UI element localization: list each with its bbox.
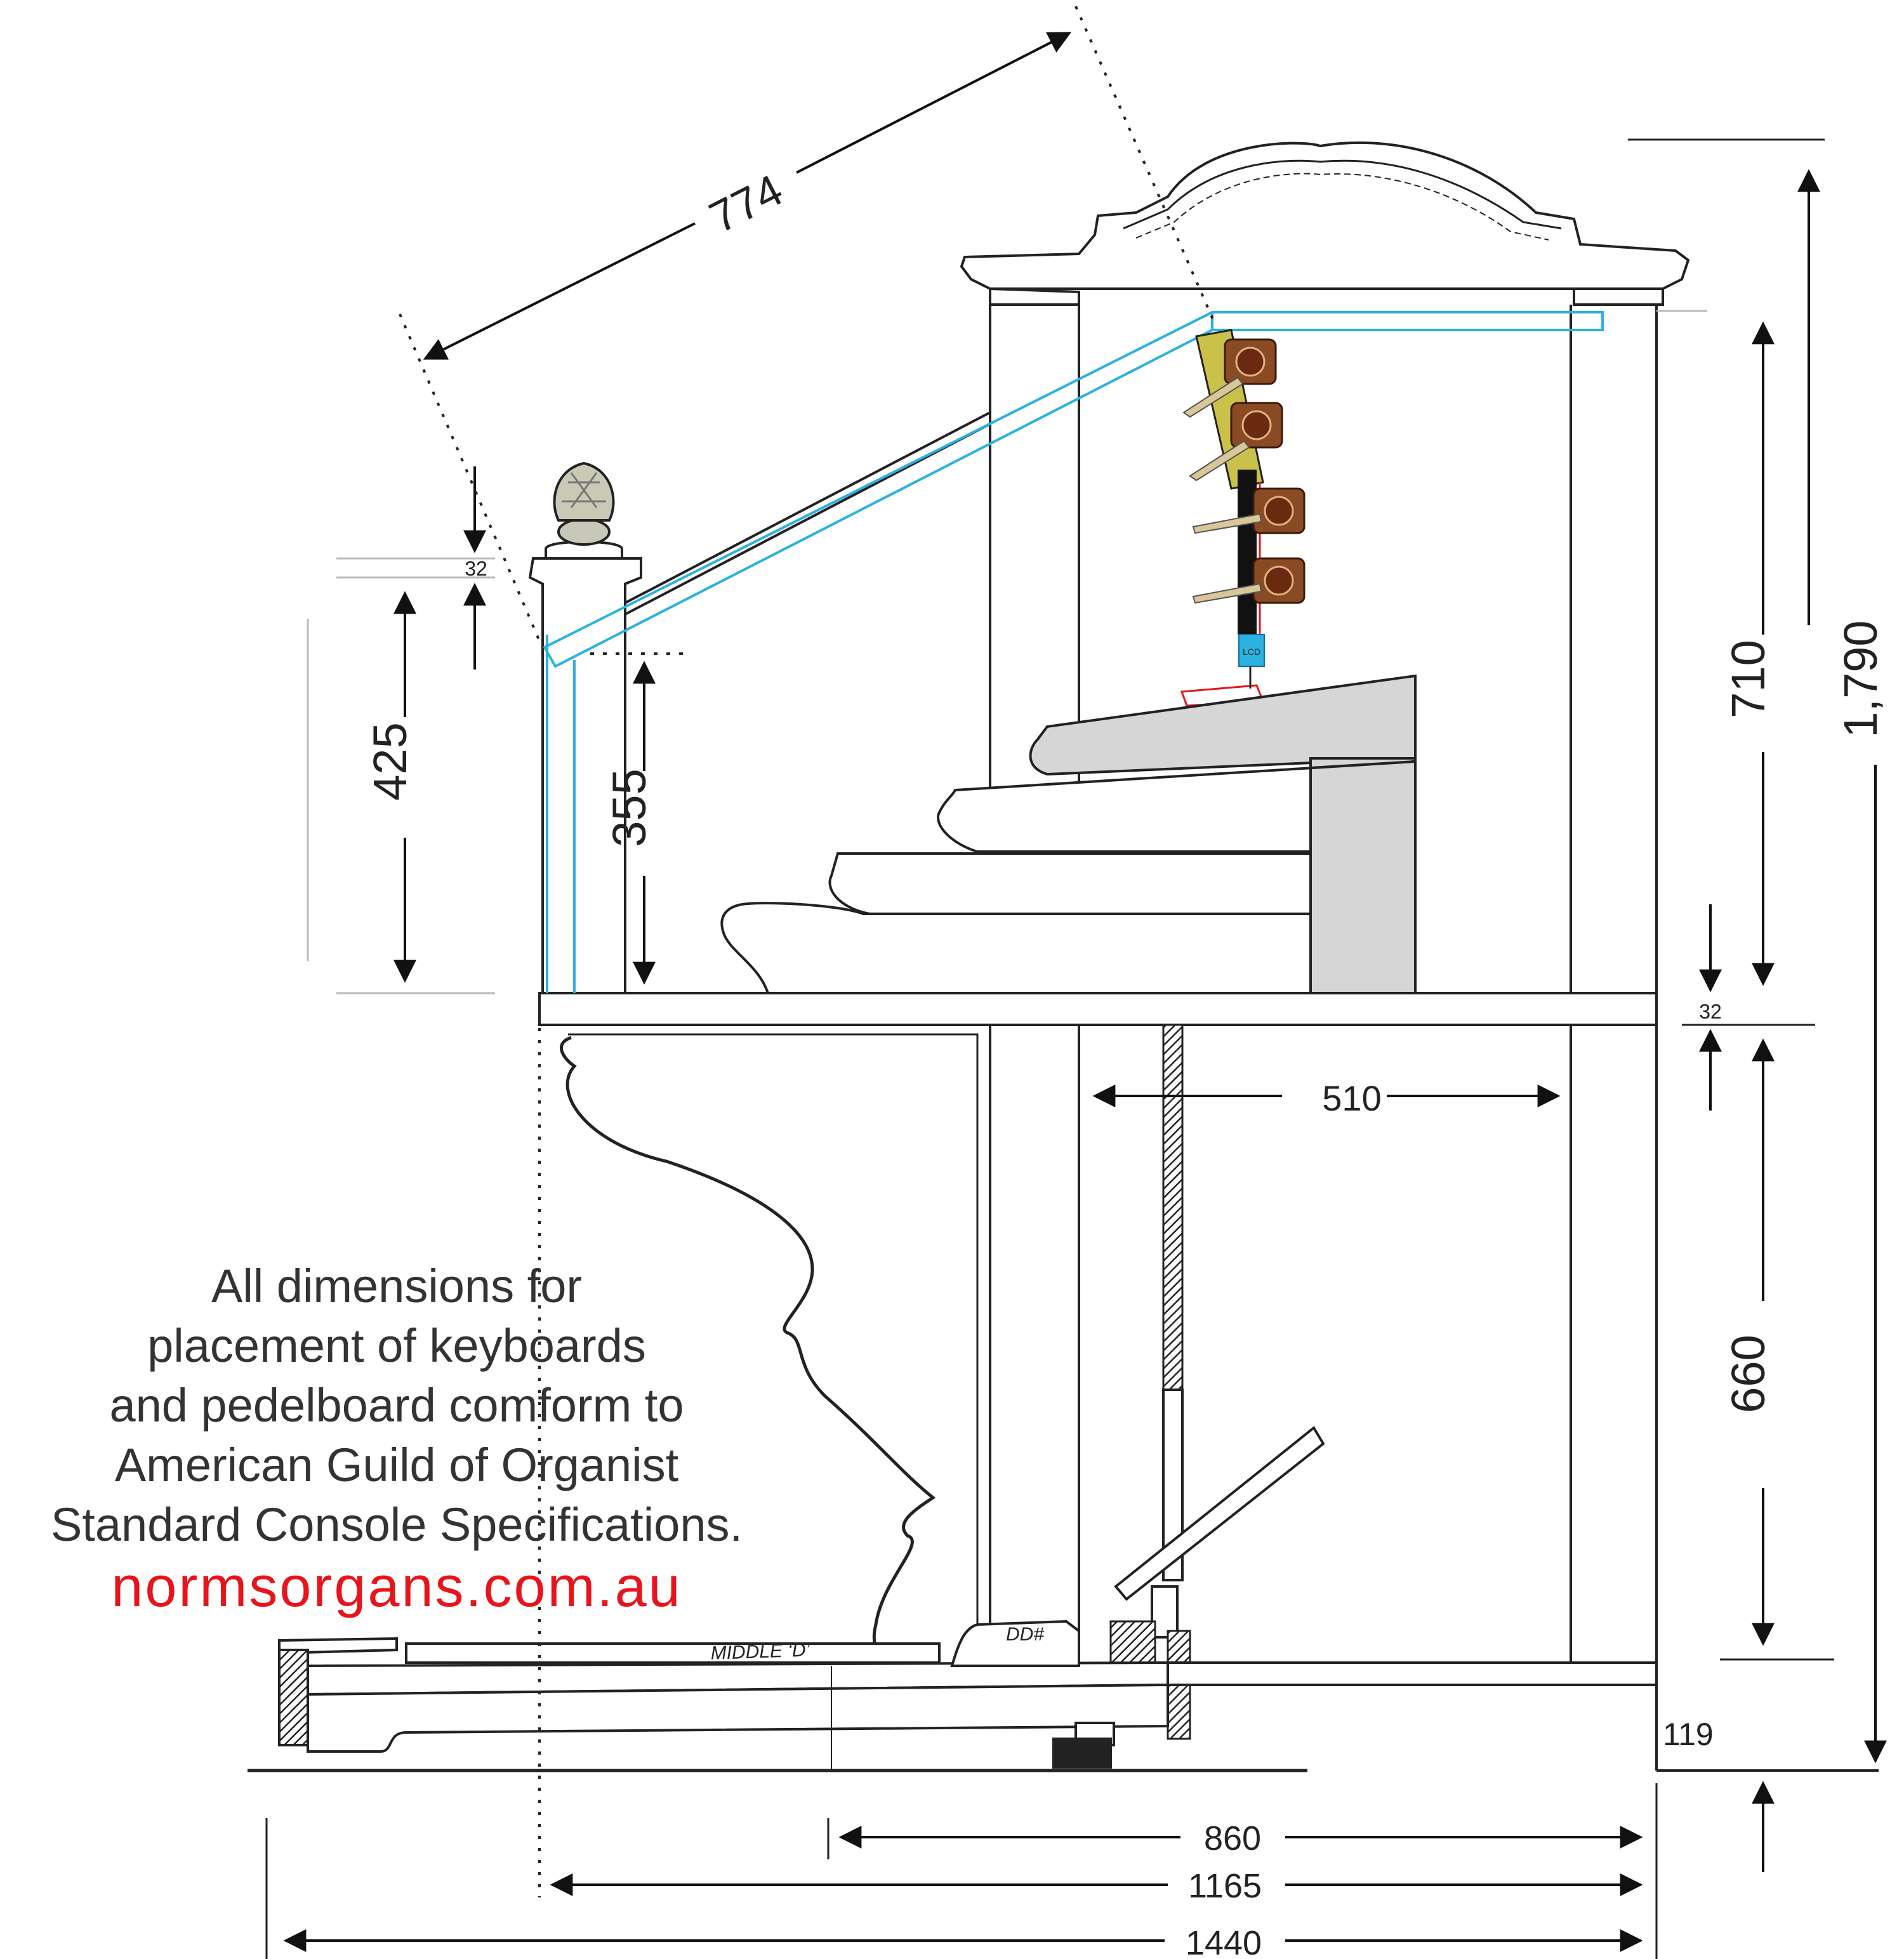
- website-link[interactable]: normsorgans.com.au: [111, 1555, 682, 1619]
- sloped-roof: [543, 311, 1604, 668]
- manual-keyboards: [720, 674, 1417, 994]
- dim-355-label: 355: [603, 768, 656, 847]
- dd-sharp-label: DD#: [1006, 1624, 1044, 1645]
- dim-32-top-label: 32: [465, 557, 487, 580]
- note-line-5: Standard Console Specifications.: [50, 1498, 743, 1551]
- dimension-labels: 774 32 425 355 710 1,790 32 510 660 119 …: [364, 165, 1887, 1959]
- dim-774-arrow-a: [423, 222, 696, 360]
- lcd-panel: [1238, 634, 1265, 667]
- dim-860-label: 860: [1204, 1819, 1261, 1857]
- note-line-2: placement of keyboards: [147, 1319, 646, 1372]
- swell-shoe: [1109, 1024, 1325, 1740]
- dim-710-label: 710: [1722, 640, 1775, 718]
- dim-774-arrow-b: [796, 32, 1072, 174]
- stop-magnets: [1182, 338, 1306, 604]
- middle-d-label: MIDDLE ‘D’: [710, 1640, 811, 1664]
- reference-lines: [399, 6, 1215, 1897]
- side-cheek: [528, 461, 642, 994]
- note-line-4: American Guild of Organist: [114, 1439, 679, 1491]
- dim-32-mid-label: 32: [1699, 1000, 1722, 1023]
- dim-1440-label: 1440: [1186, 1924, 1262, 1959]
- dim-119-label: 119: [1663, 1717, 1714, 1752]
- lower-cabinet: [559, 1025, 1658, 1771]
- dim-1790-label: 1,790: [1834, 620, 1887, 737]
- dim-660-label: 660: [1722, 1335, 1775, 1413]
- dim-774-label: 774: [702, 165, 790, 243]
- extension-lines: [265, 138, 1834, 1959]
- note-line-3: and pedelboard comform to: [109, 1379, 684, 1432]
- specification-note: All dimensions for placement of keyboard…: [0, 1257, 793, 1617]
- lcd-label: LCD: [1243, 647, 1260, 657]
- dim-510-label: 510: [1322, 1078, 1381, 1118]
- note-line-1: All dimensions for: [211, 1260, 582, 1312]
- dimension-arrows: [283, 32, 1887, 1952]
- dim-1165-label: 1165: [1188, 1867, 1262, 1905]
- dim-425-label: 425: [364, 722, 416, 800]
- key-desk-slab: [538, 992, 1658, 1026]
- pediment-crown: [960, 141, 1690, 306]
- pedalboard: [278, 1619, 1658, 1771]
- cheek-cyan-outline: [546, 635, 576, 993]
